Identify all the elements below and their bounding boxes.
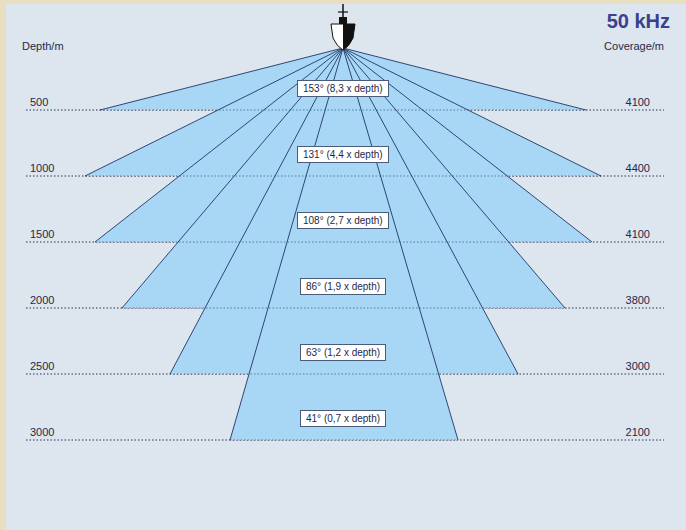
coverage-value: 4400: [626, 162, 650, 174]
beam-base: [170, 374, 518, 375]
beam-base: [100, 110, 586, 111]
angle-label: 86° (1,9 x depth): [306, 280, 380, 293]
angle-label: 63° (1,2 x depth): [306, 346, 380, 359]
depth-value: 3000: [30, 426, 54, 438]
angle-label: 131° (4,4 x depth): [303, 148, 383, 161]
coverage-value: 4100: [626, 228, 650, 240]
angle-box: 63° (1,2 x depth): [300, 344, 386, 361]
depth-value: 2500: [30, 360, 54, 372]
beam-base: [230, 440, 458, 441]
angle-box: 131° (4,4 x depth): [297, 146, 389, 163]
angle-box: 86° (1,9 x depth): [300, 278, 386, 295]
beam-base: [95, 242, 592, 243]
chart-title: 50 kHz: [607, 10, 670, 33]
depth-value: 1000: [30, 162, 54, 174]
angle-box: 41° (0,7 x depth): [300, 410, 386, 427]
panel: [6, 4, 686, 530]
beam-fan: [26, 48, 664, 440]
angle-label: 41° (0,7 x depth): [306, 412, 380, 425]
depth-value: 500: [30, 96, 48, 108]
beam-edge: [343, 48, 458, 440]
depth-value: 1500: [30, 228, 54, 240]
coverage-value: 4100: [626, 96, 650, 108]
beam-edge: [230, 48, 343, 440]
coverage-value: 3800: [626, 294, 650, 306]
beam-edge: [100, 48, 343, 110]
axis-heading: Coverage/m: [604, 40, 664, 52]
angle-box: 153° (8,3 x depth): [297, 80, 389, 97]
beam-edge: [343, 48, 586, 110]
axis-heading: Depth/m: [22, 40, 64, 52]
depth-value: 2000: [30, 294, 54, 306]
beam-base: [122, 308, 565, 309]
angle-box: 108° (2,7 x depth): [297, 212, 389, 229]
beam-fill: [230, 48, 458, 440]
coverage-value: 3000: [626, 360, 650, 372]
angle-label: 153° (8,3 x depth): [303, 82, 383, 95]
coverage-value: 2100: [626, 426, 650, 438]
beam-base: [85, 176, 601, 177]
angle-label: 108° (2,7 x depth): [303, 214, 383, 227]
ship-symbol: [331, 4, 355, 50]
